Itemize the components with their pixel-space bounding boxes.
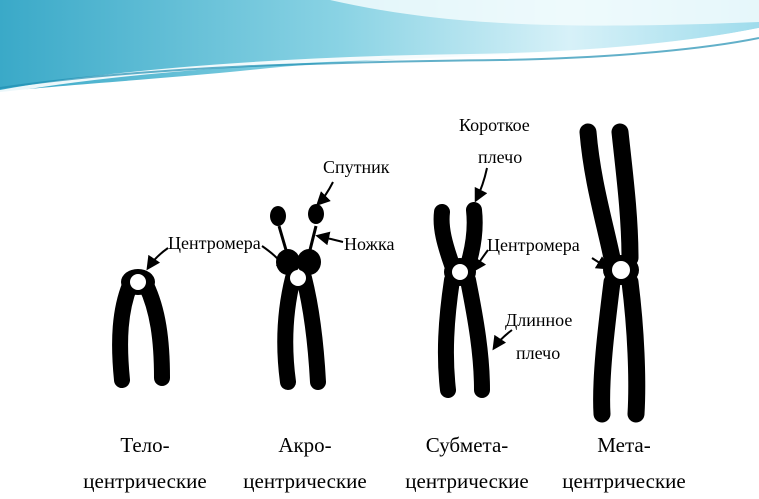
arrow-telo-centromere bbox=[148, 248, 168, 268]
caption-telo-line2: центрические bbox=[83, 469, 206, 493]
acrocentric-chromosome bbox=[270, 204, 324, 382]
caption-telo-line1: Тело- bbox=[120, 433, 169, 457]
caption-submeta-line1: Субмета- bbox=[426, 433, 509, 457]
short-arm-label-line2: плечо bbox=[478, 147, 522, 167]
caption-acro-line2: центрические bbox=[243, 469, 366, 493]
short-arm-label-line1: Короткое bbox=[459, 115, 530, 135]
telocentric-chromosome bbox=[120, 269, 162, 380]
satellite-label: Спутник bbox=[323, 157, 390, 177]
header-banner bbox=[0, 0, 759, 92]
acro-centromere-dot bbox=[290, 270, 306, 286]
arrow-long-arm bbox=[494, 330, 512, 348]
submeta-centromere-label: Центромера bbox=[487, 235, 580, 255]
submetacentric-chromosome bbox=[442, 210, 482, 390]
caption-meta-line1: Мета- bbox=[597, 433, 650, 457]
meta-centromere-dot bbox=[612, 261, 630, 279]
telo-centromere-label: Центромера bbox=[168, 233, 261, 253]
caption-acro-line1: Акро- bbox=[278, 433, 331, 457]
stalk-label: Ножка bbox=[344, 234, 394, 254]
submeta-centromere-dot bbox=[452, 264, 468, 280]
long-arm-label-line1: Длинное bbox=[505, 310, 572, 330]
satellite-right bbox=[308, 204, 324, 224]
metacentric-chromosome bbox=[588, 132, 639, 414]
caption-submeta-line2: центрические bbox=[405, 469, 528, 493]
arrow-short-arm bbox=[476, 168, 487, 200]
arrow-satellite bbox=[318, 182, 333, 204]
telo-centromere-dot bbox=[130, 274, 146, 290]
satellite-left bbox=[270, 206, 286, 226]
long-arm-label-line2: плечо bbox=[516, 343, 560, 363]
arrow-stalk bbox=[318, 236, 343, 242]
caption-meta-line2: центрические bbox=[562, 469, 685, 493]
